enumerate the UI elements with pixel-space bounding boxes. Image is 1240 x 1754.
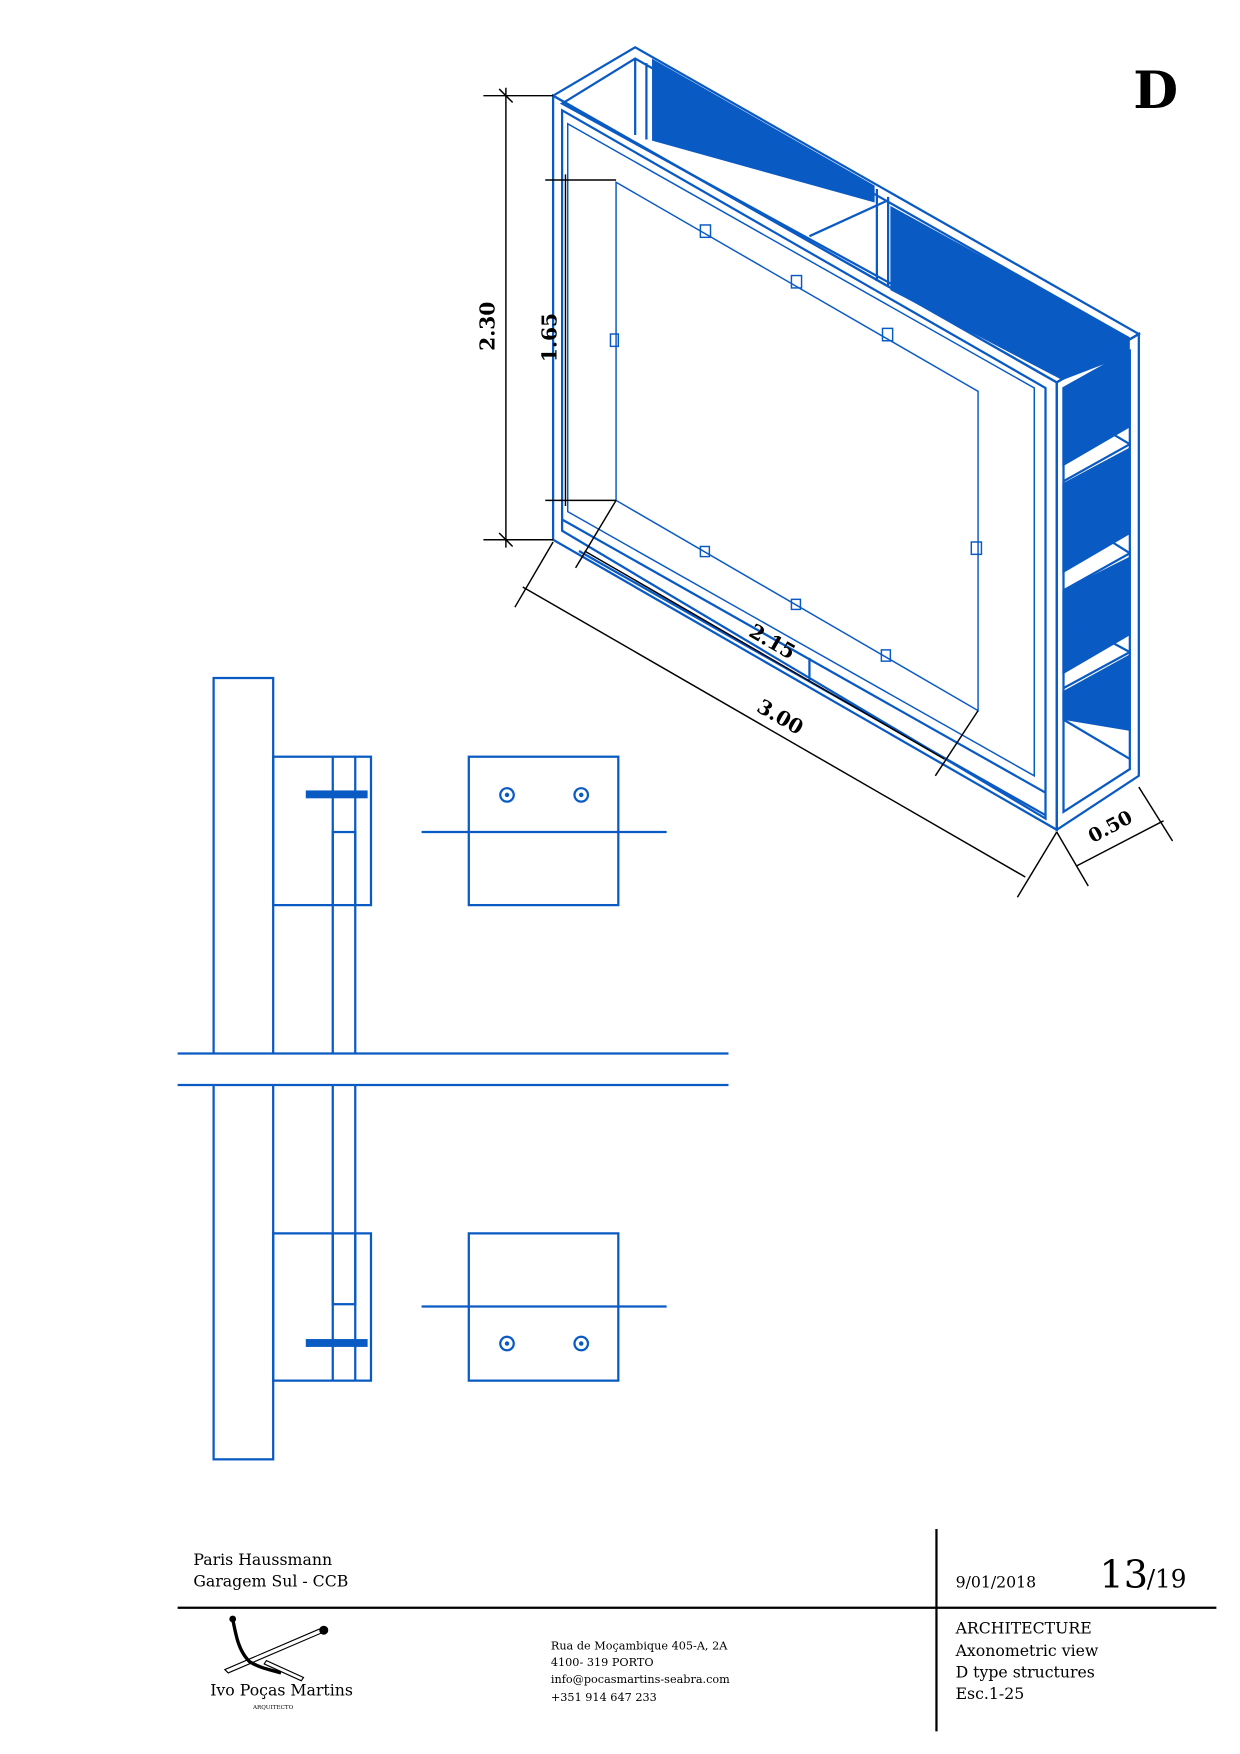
side-panel-fill — [1062, 447, 1130, 574]
architect-logo — [223, 1615, 329, 1682]
back-panel-fill — [890, 205, 1130, 381]
architect-name: Ivo Poças Martins — [210, 1680, 353, 1699]
side-panel-fill — [1062, 556, 1130, 675]
dimension-length-panel: 2.15 — [745, 619, 800, 664]
clip-icon — [880, 649, 892, 662]
sheet-letter: D — [1133, 60, 1178, 121]
bolt-icon — [573, 787, 590, 803]
bolt-icon — [499, 1335, 515, 1352]
dimension-depth: 0.50 — [1084, 806, 1136, 848]
architect-role: ARQUITECTO — [252, 1705, 294, 1711]
page-total: /19 — [1147, 1564, 1187, 1593]
clip-icon — [790, 274, 803, 289]
address-city: 4100- 319 PORTO — [551, 1656, 654, 1669]
plate-detail-lower — [421, 1232, 667, 1382]
side-frame — [1055, 332, 1140, 832]
address-street: Rua de Moçambique 405-A, 2A — [551, 1639, 728, 1652]
page-current: 13 — [1099, 1553, 1148, 1597]
address-phone: +351 914 647 233 — [551, 1691, 657, 1704]
clip-icon — [609, 333, 620, 348]
plate-detail-upper — [421, 755, 667, 907]
discipline: ARCHITECTURE — [955, 1619, 1092, 1638]
clip-icon — [699, 545, 711, 558]
side-frame-inner — [1062, 348, 1131, 814]
clip-icon — [790, 598, 802, 611]
address-email: info@pocasmartins-seabra.com — [551, 1673, 730, 1686]
bolt — [305, 790, 368, 799]
lower-bracket — [272, 1232, 373, 1382]
project-name: Paris Haussmann — [193, 1550, 332, 1569]
title-block: Paris Haussmann Garagem Sul - CCB 9/01/2… — [177, 1529, 1217, 1732]
drawing-scale: Esc.1-25 — [956, 1684, 1025, 1703]
dimension-length-total: 3.00 — [753, 694, 808, 739]
front-panel — [566, 122, 1036, 778]
view-type: Axonometric view — [955, 1641, 1099, 1660]
dimension-height-total: 2.30 — [476, 302, 500, 351]
dimension-height-panel: 1.65 — [537, 313, 561, 362]
clip-icon — [881, 327, 894, 342]
drawing-subject: D type structures — [956, 1662, 1095, 1681]
section-detail — [177, 676, 729, 1461]
top-frame-inner — [559, 57, 1130, 376]
bolt — [305, 1339, 368, 1347]
date: 9/01/2018 — [956, 1572, 1037, 1591]
bolt-icon — [573, 1335, 590, 1352]
clip-icon — [699, 224, 712, 239]
front-frame-inner — [560, 108, 1047, 821]
project-location: Garagem Sul - CCB — [193, 1571, 348, 1590]
bolt-icon — [499, 787, 515, 803]
axonometric-structure — [550, 46, 1142, 832]
upper-bracket — [272, 755, 373, 907]
clip-icon — [970, 541, 983, 556]
